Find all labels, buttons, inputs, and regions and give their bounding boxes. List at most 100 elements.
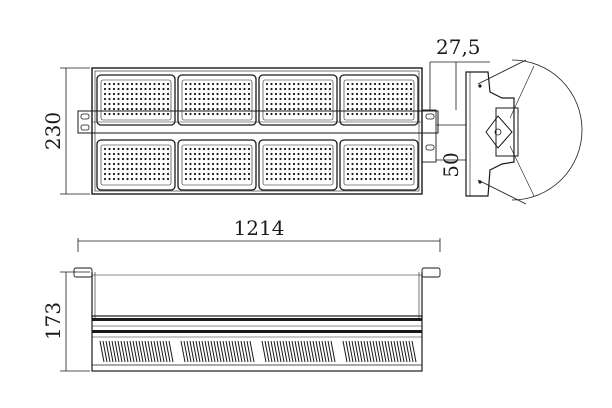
led-dot: [369, 147, 372, 151]
led-dot: [306, 92, 309, 96]
led-dot: [351, 107, 354, 111]
led-dot: [315, 147, 318, 151]
led-dot: [319, 157, 323, 161]
led-dot: [225, 92, 228, 96]
fin-line: [213, 340, 219, 363]
led-dot: [324, 92, 327, 96]
led-dot: [373, 112, 377, 116]
led-dot: [351, 157, 354, 161]
led-dot: [229, 152, 233, 156]
fin-line: [321, 340, 327, 363]
heatsink-fins: [99, 340, 417, 363]
led-dot: [369, 167, 372, 171]
led-dot: [265, 152, 269, 156]
led-dot: [373, 157, 377, 161]
led-dot: [324, 82, 327, 86]
led-dot: [148, 107, 152, 111]
led-dot: [288, 167, 291, 171]
led-dot: [292, 97, 296, 101]
led-dot: [225, 112, 228, 116]
led-dot: [355, 167, 359, 171]
led-dot: [270, 102, 273, 106]
led-dot: [139, 82, 143, 86]
led-dot: [324, 152, 327, 156]
led-module: [258, 139, 338, 191]
led-dot: [400, 107, 404, 111]
led-dot: [117, 152, 120, 156]
led-dot: [409, 87, 413, 91]
led-dot: [387, 147, 390, 151]
led-dot: [121, 167, 125, 171]
led-dot: [301, 102, 305, 106]
led-dot: [283, 87, 287, 91]
led-dot: [328, 87, 332, 91]
led-dot: [319, 107, 323, 111]
led-dot: [301, 87, 305, 91]
led-dot: [364, 152, 368, 156]
led-dot: [274, 147, 278, 151]
led-dot: [234, 92, 237, 96]
led-dot: [310, 167, 314, 171]
led-dot: [153, 112, 156, 116]
led-dot: [315, 177, 318, 181]
led-dot: [117, 102, 120, 106]
led-dot: [288, 112, 291, 116]
led-dot: [148, 152, 152, 156]
led-dot: [112, 162, 116, 166]
led-dot: [130, 162, 134, 166]
led-dot: [270, 147, 273, 151]
led-dot: [297, 152, 300, 156]
led-dot: [126, 87, 129, 91]
led-dot: [288, 162, 291, 166]
led-dot: [301, 152, 305, 156]
led-dot: [279, 92, 282, 96]
led-dot: [360, 167, 363, 171]
led-dot: [157, 157, 161, 161]
led-dot: [144, 177, 147, 181]
led-dot: [405, 172, 408, 176]
led-dot: [216, 152, 219, 156]
led-dot: [400, 97, 404, 101]
led-dot: [265, 97, 269, 101]
led-dot: [297, 92, 300, 96]
led-dot: [351, 162, 354, 166]
led-dot: [355, 97, 359, 101]
led-dot: [283, 107, 287, 111]
led-dot: [351, 167, 354, 171]
led-dot: [157, 162, 161, 166]
front-housing: [91, 67, 423, 195]
led-dot: [184, 102, 188, 106]
led-dot: [405, 152, 408, 156]
led-dot: [382, 92, 386, 96]
led-dot: [396, 152, 399, 156]
fin-line: [303, 340, 309, 363]
led-dot: [130, 147, 134, 151]
led-dot: [112, 112, 116, 116]
led-dot: [220, 97, 224, 101]
led-dot: [351, 112, 354, 116]
led-dot: [234, 97, 237, 101]
led-dot: [355, 172, 359, 176]
led-dot: [306, 147, 309, 151]
led-dot: [139, 97, 143, 101]
led-dot: [292, 177, 296, 181]
led-dot: [292, 152, 296, 156]
fin-line: [351, 340, 357, 363]
fin-line: [195, 340, 201, 363]
fin-line: [291, 340, 297, 363]
led-dot: [247, 92, 251, 96]
led-dot: [315, 102, 318, 106]
led-dot: [135, 92, 138, 96]
led-dot: [144, 112, 147, 116]
led-dot: [346, 162, 350, 166]
led-dot: [315, 167, 318, 171]
led-dot: [216, 82, 219, 86]
led-dot: [400, 147, 404, 151]
fin-line: [273, 340, 279, 363]
led-dot: [216, 112, 219, 116]
fin-line: [111, 340, 117, 363]
led-dot: [310, 157, 314, 161]
led-dot: [148, 92, 152, 96]
led-dot: [301, 92, 305, 96]
led-dot: [184, 167, 188, 171]
